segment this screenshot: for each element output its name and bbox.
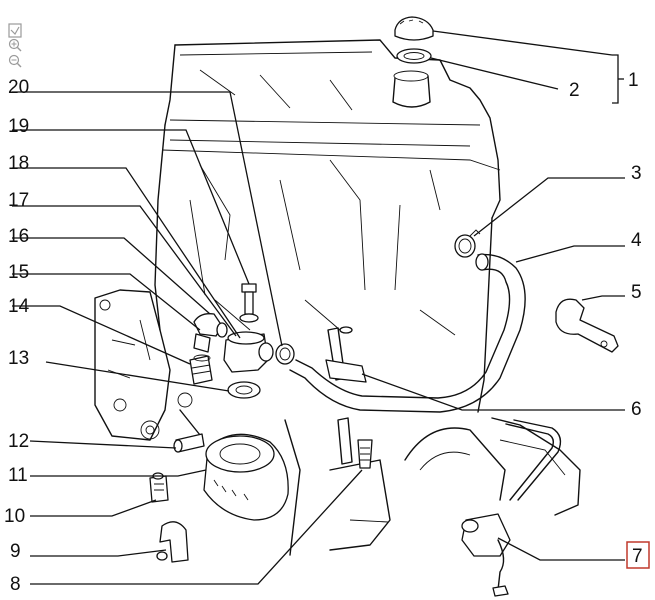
mounting-bolt[interactable]: [239, 283, 259, 323]
leader-lines: [12, 30, 625, 585]
zoom-in-icon[interactable]: [8, 38, 22, 52]
oil-filler-cap[interactable]: [394, 16, 434, 41]
breather-hose[interactable]: [289, 253, 526, 413]
callout-15[interactable]: 15: [8, 262, 29, 283]
mounting-stud[interactable]: [337, 417, 373, 469]
filter-mounting-body[interactable]: [223, 331, 274, 373]
callout-labels: 1 2 3 4 5 6 7 8 9 10 11 12 13 14 15 16 1…: [4, 70, 650, 595]
callout-12[interactable]: 12: [8, 431, 29, 452]
hose-bracket[interactable]: [555, 298, 619, 353]
callout-6[interactable]: 6: [631, 399, 642, 420]
callout-2[interactable]: 2: [569, 80, 580, 101]
oil-filter[interactable]: [203, 433, 289, 521]
union-fitting[interactable]: [189, 354, 213, 385]
callout-14[interactable]: 14: [8, 296, 30, 317]
callout-9[interactable]: 9: [10, 541, 21, 562]
selected-callout-box: [626, 541, 650, 569]
callout-17[interactable]: 17: [8, 190, 29, 211]
callout-20[interactable]: 20: [8, 77, 29, 98]
hose-elbow-connector[interactable]: [193, 313, 228, 353]
callout-16[interactable]: 16: [8, 226, 29, 247]
elbow-fitting[interactable]: [156, 521, 189, 563]
callout-8[interactable]: 8: [10, 574, 21, 595]
callout-1[interactable]: 1: [628, 70, 639, 91]
callout-10[interactable]: 10: [4, 506, 25, 527]
callout-5[interactable]: 5: [631, 282, 642, 303]
oil-pressure-switch[interactable]: [461, 513, 511, 597]
toolbar: [8, 23, 22, 68]
callout-7[interactable]: 7: [632, 546, 643, 567]
callout-3[interactable]: 3: [631, 163, 642, 184]
parts: [149, 16, 619, 597]
mount-gasket[interactable]: [227, 381, 261, 399]
callout-19[interactable]: 19: [8, 116, 29, 137]
temperature-sender[interactable]: [149, 472, 169, 503]
zoom-out-icon[interactable]: [8, 54, 22, 68]
callout-4[interactable]: 4: [631, 230, 642, 251]
engine-block-drawing: [94, 39, 581, 556]
callout-18[interactable]: 18: [8, 153, 29, 174]
filler-cap-seal[interactable]: [396, 48, 432, 64]
fit-to-screen-icon[interactable]: [8, 23, 22, 38]
oil-sender-switch[interactable]: [173, 433, 205, 453]
hose-clamp-lower[interactable]: [275, 343, 295, 365]
callout-13[interactable]: 13: [8, 348, 29, 369]
callout-11[interactable]: 11: [8, 465, 28, 486]
pipe-with-clamp[interactable]: [325, 326, 367, 383]
